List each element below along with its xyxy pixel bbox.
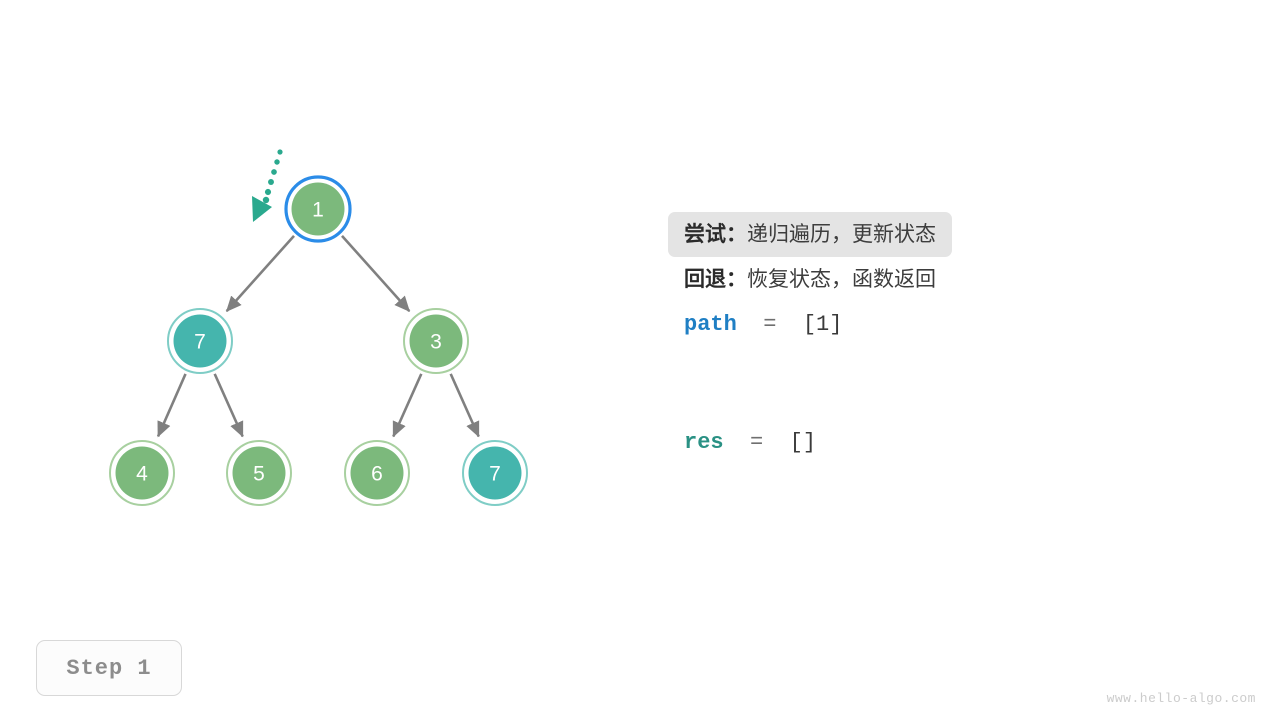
state-assign-operator: = (736, 312, 803, 337)
tree-node-ring (167, 308, 233, 374)
tree-node-disc (468, 446, 522, 500)
tree-node-ring (226, 440, 292, 506)
backtracking-description-list: 尝试：递归遍历，更新状态回退：恢复状态，函数返回 (668, 212, 1204, 302)
info-panel: 尝试：递归遍历，更新状态回退：恢复状态，函数返回 path = [1]res =… (668, 212, 1204, 465)
description-value: 递归遍历，更新状态 (747, 223, 936, 246)
state-variable-list: path = [1] res = [] (684, 302, 1204, 465)
tree-node-5: 5 (226, 440, 292, 506)
state-variable-value: [1] (802, 312, 843, 337)
pointer-trail-dot (268, 179, 274, 185)
tree-edge (213, 373, 244, 438)
tree-node-ring (109, 440, 175, 506)
tree-node-disc (409, 314, 463, 368)
tree-node-6: 6 (344, 440, 410, 506)
tree-node-7: 7 (462, 440, 528, 506)
pointer-trail-dot (271, 169, 277, 175)
tree-edge (156, 373, 187, 438)
tree-edge (225, 234, 295, 313)
tree-node-4: 4 (109, 440, 175, 506)
state-assign-operator: = (723, 430, 790, 455)
description-key: 回退： (684, 268, 747, 291)
description-key: 尝试： (684, 223, 747, 246)
tree-node-ring (284, 175, 352, 243)
state-line-res: res = [] (684, 420, 1204, 465)
state-variable-value: [] (789, 430, 817, 455)
pointer-trail-dot (264, 188, 272, 196)
site-watermark: www.hello-algo.com (1106, 691, 1256, 706)
tree-node-7: 7 (167, 308, 233, 374)
pointer-arrowhead-icon (252, 196, 272, 222)
step-badge: Step 1 (36, 640, 182, 696)
description-row: 回退：恢复状态，函数返回 (684, 257, 1204, 302)
tree-edge-layer (156, 234, 480, 438)
tree-node-disc (232, 446, 286, 500)
tree-node-disc (291, 182, 345, 236)
tree-node-3: 3 (403, 308, 469, 374)
step-badge-label: Step 1 (66, 655, 152, 681)
tree-edge (341, 234, 411, 313)
description-line-active: 尝试：递归遍历，更新状态 (668, 212, 952, 257)
tree-node-ring (344, 440, 410, 506)
tree-node-disc (350, 446, 404, 500)
description-value: 恢复状态，函数返回 (747, 268, 936, 291)
description-line: 回退：恢复状态，函数返回 (684, 257, 1204, 302)
description-row: 尝试：递归遍历，更新状态 (668, 212, 1204, 257)
pointer-trail-dot (274, 159, 280, 165)
state-line-spacer (684, 347, 1204, 420)
tree-node-1: 1 (284, 175, 352, 243)
tree-node-disc (173, 314, 227, 368)
pointer-trail-dot (262, 196, 270, 204)
state-variable-name: path (684, 312, 737, 337)
state-variable-name: res (684, 430, 724, 455)
recursion-pointer (252, 149, 283, 222)
tree-node-ring (403, 308, 469, 374)
state-line-path: path = [1] (684, 302, 1204, 347)
tree-node-ring (462, 440, 528, 506)
tree-edge (449, 373, 480, 438)
tree-edge (392, 373, 423, 438)
tree-node-disc (115, 446, 169, 500)
pointer-trail-dot (277, 149, 283, 155)
